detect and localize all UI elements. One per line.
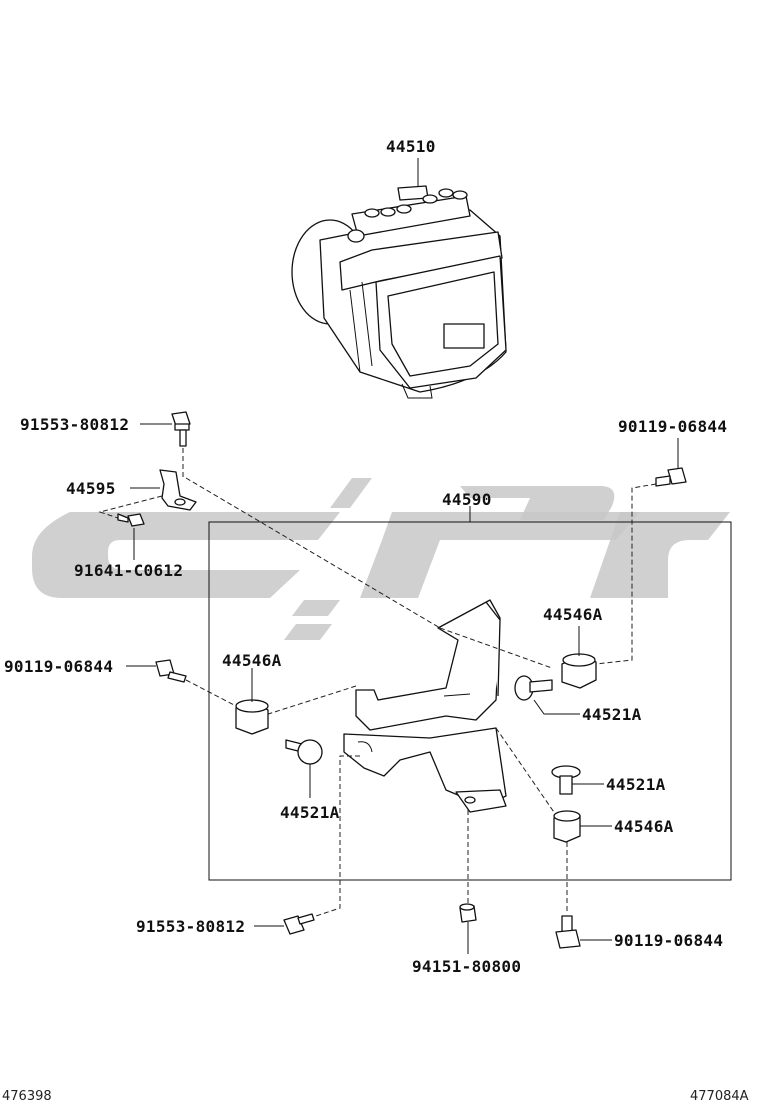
label-90119-top: 90119-06844 <box>618 417 727 436</box>
bolt-90119-left <box>155 659 187 683</box>
watermark-logo <box>32 478 730 640</box>
nut-94151-part <box>459 903 477 923</box>
bolt-91553-top <box>171 411 191 447</box>
dash-bracket-right-mount <box>439 627 553 669</box>
collar-44521a-left <box>285 739 323 765</box>
dash-90119-left <box>185 679 237 707</box>
label-44546a-right-mid: 44546A <box>614 817 674 836</box>
label-91553-top: 91553-80812 <box>20 415 129 434</box>
abs-actuator-part <box>291 185 507 399</box>
label-44510: 44510 <box>386 137 436 156</box>
label-44546a-right-top: 44546A <box>543 605 603 624</box>
leader-44521a-right-top <box>533 699 580 715</box>
label-44521a-right-top: 44521A <box>582 705 642 724</box>
bolt-90119-top-right <box>655 467 687 487</box>
bolt-90119-bottom <box>555 915 581 949</box>
dash-44595-to-bracket <box>185 477 441 629</box>
cushion-44546a-right-mid <box>553 810 581 843</box>
dash-91553-bottom <box>309 755 360 919</box>
label-90119-left: 90119-06844 <box>4 657 113 676</box>
label-44521a-left: 44521A <box>280 803 340 822</box>
label-44521a-right-mid: 44521A <box>606 775 666 794</box>
cushion-44546a-left <box>235 699 269 735</box>
bolt-91553-bottom <box>283 913 315 935</box>
label-94151: 94151-80800 <box>412 957 521 976</box>
label-91553-bottom: 91553-80812 <box>136 917 245 936</box>
dash-bracket-left-mount <box>261 685 357 717</box>
label-44590: 44590 <box>442 490 492 509</box>
main-bracket-part <box>343 599 507 813</box>
cushion-44546a-right-top <box>561 653 597 689</box>
label-90119-bottom: 90119-06844 <box>614 931 723 950</box>
dash-bracket-right-lower <box>495 727 559 819</box>
label-44595: 44595 <box>66 479 116 498</box>
dash-44595-to-bolt <box>98 495 163 521</box>
collar-44521a-right-top <box>514 675 553 701</box>
label-91641: 91641-C0612 <box>74 561 183 580</box>
dash-90119-top <box>595 483 657 665</box>
footer-left-ref: 476398 <box>2 1089 52 1104</box>
footer-right-ref: 477084A <box>690 1089 749 1104</box>
collar-44521a-right-mid <box>551 765 581 795</box>
bolt-91641-part <box>117 513 145 527</box>
bracket-44595-part <box>159 469 197 511</box>
label-44546a-left: 44546A <box>222 651 282 670</box>
